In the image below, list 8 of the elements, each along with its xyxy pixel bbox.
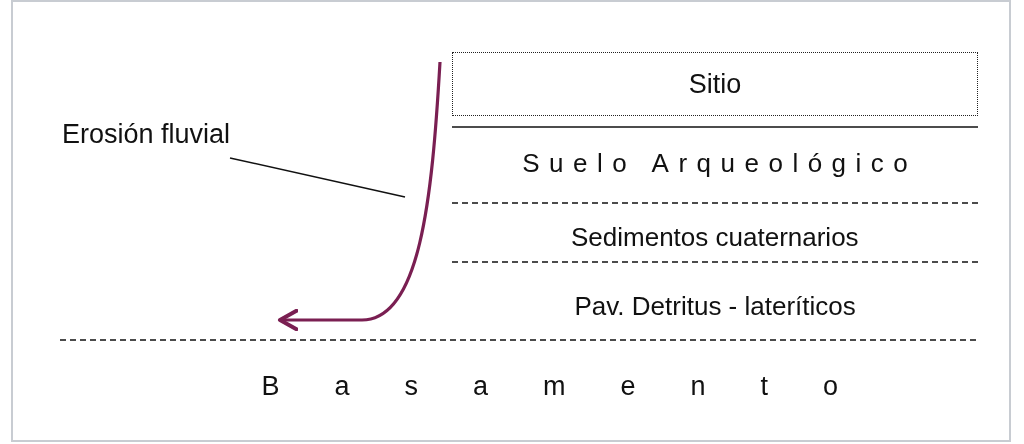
erosion-arrow <box>278 61 442 332</box>
layer-label: Sedimentos cuaternarios <box>571 221 859 253</box>
layer-label: Suelo Arqueológico <box>522 147 918 179</box>
layer-label: Basamento <box>261 370 894 402</box>
annotation-text: Erosión fluvial <box>62 112 302 156</box>
leader-line <box>229 157 406 198</box>
layer-box: Sitio <box>452 52 978 116</box>
layer-label: Pav. Detritus - lateríticos <box>574 290 856 322</box>
